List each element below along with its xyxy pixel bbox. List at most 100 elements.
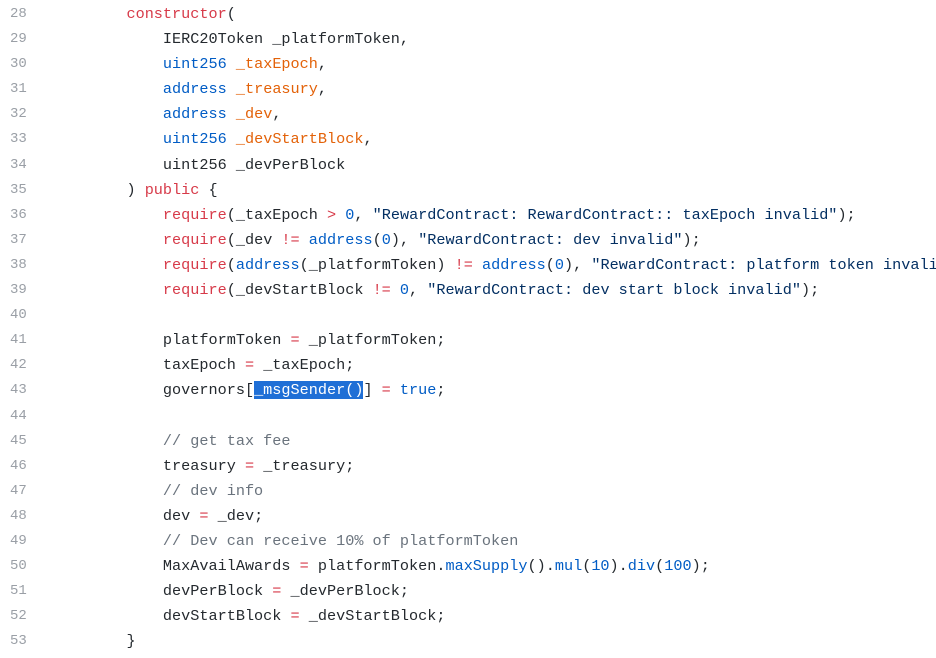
line-number: 33: [10, 131, 27, 148]
code-token: platformToken: [90, 331, 291, 350]
line-code[interactable]: uint256 _taxEpoch,: [38, 52, 936, 77]
line-code[interactable]: MaxAvailAwards = platformToken.maxSupply…: [38, 554, 936, 579]
line-code[interactable]: // dev info: [38, 479, 936, 504]
line-code[interactable]: // Dev can receive 10% of platformToken: [38, 529, 936, 554]
line-code[interactable]: devPerBlock = _devPerBlock;: [38, 579, 936, 604]
line-number: 51: [10, 583, 27, 600]
line-code[interactable]: devStartBlock = _devStartBlock;: [38, 604, 936, 629]
code-line: 42 taxEpoch = _taxEpoch;: [0, 353, 936, 378]
line-code[interactable]: address _dev,: [38, 102, 936, 127]
line-code[interactable]: constructor(: [38, 2, 936, 27]
line-number: 50: [10, 558, 27, 575]
code-line: 35 ) public {: [0, 178, 936, 203]
code-token: 0: [399, 281, 410, 300]
code-token: dev: [90, 506, 200, 525]
code-line: 41 platformToken = _platformToken;: [0, 328, 936, 353]
code-token: !=: [372, 281, 391, 300]
line-number: 31: [10, 81, 27, 98]
code-line: 50 MaxAvailAwards = platformToken.maxSup…: [0, 554, 936, 579]
code-line: 44: [0, 404, 936, 429]
code-token: uint256: [162, 130, 227, 149]
line-code[interactable]: governors[_msgSender()] = true;: [38, 378, 936, 403]
code-token: (: [655, 557, 665, 576]
line-code[interactable]: ) public {: [38, 178, 936, 203]
code-line: 40: [0, 303, 936, 328]
code-token: taxEpoch: [90, 356, 245, 375]
code-token: MaxAvailAwards: [90, 557, 300, 576]
code-token: require: [162, 230, 227, 249]
selected-text[interactable]: _msgSender(): [254, 381, 364, 400]
code-token: _devStartBlock;: [299, 607, 446, 626]
code-token: ).: [609, 557, 628, 576]
code-token: [90, 206, 163, 224]
line-code[interactable]: address _treasury,: [38, 77, 936, 102]
line-code[interactable]: taxEpoch = _taxEpoch;: [38, 353, 936, 378]
code-token: (: [226, 5, 236, 23]
code-token: governors[: [90, 381, 255, 400]
code-token: =: [381, 381, 391, 400]
code-line: 32 address _dev,: [0, 102, 936, 127]
code-token: (_devStartBlock: [226, 281, 373, 300]
code-token: 0: [345, 205, 355, 224]
code-line: 33 uint256 _devStartBlock,: [0, 127, 936, 152]
code-token: =: [299, 557, 309, 576]
line-code[interactable]: require(address(_platformToken) != addre…: [38, 253, 936, 278]
code-token: }: [90, 632, 136, 651]
code-token: "RewardContract: dev start block invalid…: [427, 281, 801, 300]
line-code[interactable]: }: [38, 629, 936, 654]
code-token: // dev info: [162, 481, 264, 500]
code-line: 34 uint256 _devPerBlock: [0, 153, 936, 178]
line-code[interactable]: require(_taxEpoch > 0, "RewardContract: …: [38, 203, 936, 228]
code-token: uint256 _devPerBlock: [90, 155, 346, 174]
code-token: 0: [381, 230, 391, 249]
line-code[interactable]: [38, 303, 936, 328]
code-token: _dev;: [208, 506, 264, 525]
code-token: _taxEpoch: [235, 55, 318, 74]
code-token: require: [162, 255, 227, 274]
code-token: constructor: [126, 5, 227, 23]
code-token: address: [235, 255, 300, 274]
code-line: 47 // dev info: [0, 479, 936, 504]
code-token: );: [837, 205, 856, 224]
code-token: 10: [591, 557, 610, 576]
code-token: devStartBlock: [90, 607, 291, 626]
code-token: [90, 231, 163, 249]
line-code[interactable]: uint256 _devStartBlock,: [38, 127, 936, 152]
code-token: [227, 130, 236, 148]
line-code[interactable]: platformToken = _platformToken;: [38, 328, 936, 353]
code-token: IERC20Token _platformToken,: [90, 30, 409, 49]
code-token: [391, 281, 400, 299]
code-token: ;: [436, 381, 446, 400]
code-token: _taxEpoch;: [254, 356, 355, 375]
code-token: {: [199, 180, 218, 199]
code-token: =: [244, 356, 255, 375]
code-line: 48 dev = _dev;: [0, 504, 936, 529]
line-number: 43: [10, 382, 27, 399]
line-number: 41: [10, 332, 27, 349]
code-line: 53 }: [0, 629, 936, 654]
code-token: div: [627, 557, 656, 576]
code-token: =: [290, 331, 300, 350]
code-token: =: [290, 607, 300, 626]
line-number: 47: [10, 482, 27, 499]
code-line: 37 require(_dev != address(0), "RewardCo…: [0, 228, 936, 253]
code-token: [227, 80, 236, 98]
code-line: 46 treasury = _treasury;: [0, 454, 936, 479]
code-token: ),: [564, 255, 592, 274]
line-code[interactable]: dev = _dev;: [38, 504, 936, 529]
line-code[interactable]: require(_dev != address(0), "RewardContr…: [38, 228, 936, 253]
code-token: ,: [317, 55, 328, 74]
line-code[interactable]: IERC20Token _platformToken,: [38, 27, 936, 52]
code-line: 29 IERC20Token _platformToken,: [0, 27, 936, 52]
line-number: 32: [10, 106, 27, 123]
code-token: !=: [281, 230, 300, 249]
code-token: [90, 532, 163, 550]
line-code[interactable]: uint256 _devPerBlock: [38, 153, 936, 178]
line-number: 45: [10, 432, 27, 449]
code-token: _devPerBlock;: [281, 582, 410, 601]
line-code[interactable]: [38, 404, 936, 429]
line-code[interactable]: require(_devStartBlock != 0, "RewardCont…: [38, 278, 936, 303]
line-code[interactable]: // get tax fee: [38, 429, 936, 454]
line-code[interactable]: treasury = _treasury;: [38, 454, 936, 479]
